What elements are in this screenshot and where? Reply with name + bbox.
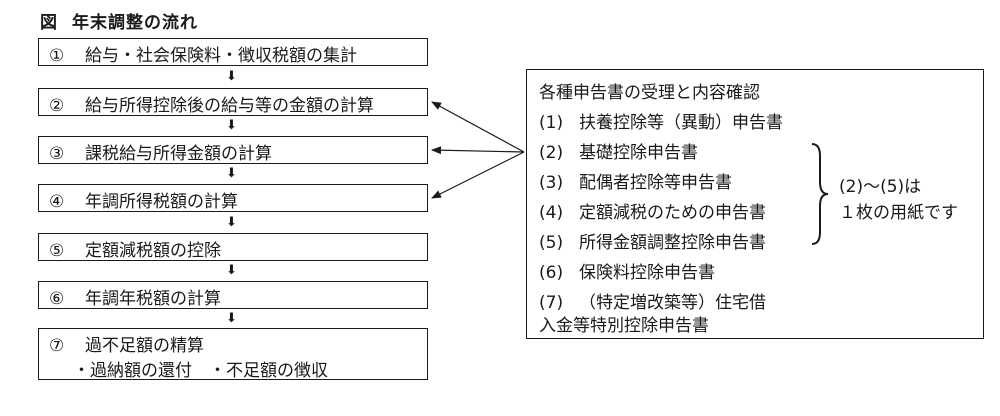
- down-arrow-icon: ⬇: [226, 69, 237, 84]
- step-number: ③: [49, 144, 65, 164]
- figure-title: 図年末調整の流れ: [40, 8, 198, 33]
- connector-to-step-2: [431, 101, 525, 153]
- brace-note-line-2: １枚の用紙です: [839, 203, 958, 223]
- declaration-item-7: (7)（特定増改築等）住宅借: [539, 293, 766, 313]
- brace-note-line-1: (2)〜(5)は: [839, 177, 922, 197]
- declaration-item-1: (1)扶養控除等（異動）申告書: [539, 113, 783, 133]
- declaration-item-7-continued: 入金等特別控除申告書: [539, 316, 709, 336]
- step-label: 給与所得控除後の給与等の金額の計算: [85, 96, 374, 116]
- step-label: 課税給与所得金額の計算: [85, 144, 272, 164]
- step-label: 給与・社会保険料・徴収税額の集計: [85, 46, 357, 66]
- step-7-detail: ・過納額の還付 ・不足額の徴収: [73, 361, 328, 381]
- down-arrow-icon: ⬇: [226, 215, 237, 230]
- step-2-box: ② 給与所得控除後の給与等の金額の計算: [38, 88, 428, 116]
- declaration-item-3: (3)配偶者控除等申告書: [539, 173, 732, 193]
- declaration-item-5: (5)所得金額調整控除申告書: [539, 233, 766, 253]
- down-arrow-icon: ⬇: [226, 311, 237, 326]
- down-arrow-icon: ⬇: [226, 118, 237, 133]
- step-number: ①: [49, 46, 65, 66]
- declaration-panel: 各種申告書の受理と内容確認 (1)扶養控除等（異動）申告書 (2)基礎控除申告書…: [526, 69, 984, 339]
- step-number: ⑥: [49, 289, 65, 309]
- connector-to-step-4: [431, 151, 525, 199]
- down-arrow-icon: ⬇: [226, 263, 237, 278]
- step-number: ⑤: [49, 241, 65, 261]
- step-3-box: ③ 課税給与所得金額の計算: [38, 136, 428, 164]
- step-1-box: ① 給与・社会保険料・徴収税額の集計: [38, 38, 428, 66]
- step-label: 年調所得税額の計算: [85, 192, 238, 212]
- step-label: 過不足額の精算: [85, 336, 204, 356]
- step-number: ⑦: [49, 336, 65, 356]
- connector-to-step-3: [431, 146, 525, 155]
- declaration-item-4: (4)定額減税のための申告書: [539, 203, 766, 223]
- step-6-box: ⑥ 年調年税額の計算: [38, 281, 428, 309]
- down-arrow-icon: ⬇: [226, 166, 237, 181]
- curly-brace-icon: [811, 143, 829, 245]
- step-number: ④: [49, 192, 65, 212]
- step-7-box: ⑦ 過不足額の精算 ・過納額の還付 ・不足額の徴収: [38, 328, 428, 381]
- step-label: 定額減税額の控除: [85, 241, 221, 261]
- figure-label: 図: [40, 13, 58, 33]
- step-4-box: ④ 年調所得税額の計算: [38, 184, 428, 212]
- declaration-item-6: (6)保険料控除申告書: [539, 263, 715, 283]
- figure-title-text: 年末調整の流れ: [72, 13, 198, 33]
- panel-heading: 各種申告書の受理と内容確認: [539, 83, 760, 103]
- step-5-box: ⑤ 定額減税額の控除: [38, 233, 428, 261]
- declaration-item-2: (2)基礎控除申告書: [539, 143, 698, 163]
- step-number: ②: [49, 96, 65, 116]
- step-label: 年調年税額の計算: [85, 289, 221, 309]
